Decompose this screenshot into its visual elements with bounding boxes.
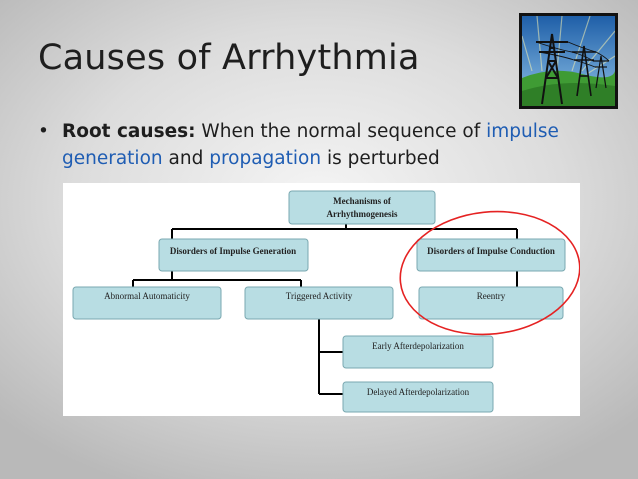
bullet-text-part-1: When the normal sequence of xyxy=(195,121,487,142)
node-delayed-afterdepolarization: Delayed Afterdepolarization xyxy=(342,381,494,413)
arrhythmogenesis-diagram: Mechanisms of Arrhythmogenesis Disorders… xyxy=(63,183,580,416)
node-early-afterdepolarization: Early Afterdepolarization xyxy=(342,335,494,369)
node-abnormal-automaticity: Abnormal Automaticity xyxy=(72,286,222,320)
node-delayed-label: Delayed Afterdepolarization xyxy=(367,387,470,397)
term-impulse-generation: impulse generation xyxy=(62,121,559,169)
node-disorders-of-impulse-generation: Disorders of Impulse Generation xyxy=(158,238,309,272)
node-generation-label: Disorders of Impulse Generation xyxy=(170,246,296,256)
term-propagation: propagation xyxy=(209,148,322,169)
node-early-label: Early Afterdepolarization xyxy=(372,341,464,351)
connectors xyxy=(132,224,518,395)
slide-title: Causes of Arrhythmia xyxy=(38,38,420,78)
node-automaticity-label: Abnormal Automaticity xyxy=(104,291,190,301)
node-conduction-label: Disorders of Impulse Conduction xyxy=(427,246,555,256)
bullet-lead: Root causes: xyxy=(62,121,196,142)
node-reentry-label: Reentry xyxy=(477,291,506,301)
highlight-circle xyxy=(399,210,580,336)
bullet-text: Root causes: When the normal sequence of… xyxy=(62,118,608,172)
node-triggered-label: Triggered Activity xyxy=(286,291,353,301)
power-transmission-tower-icon xyxy=(519,13,618,109)
bullet-text-part-2: and xyxy=(162,148,210,169)
bullet-marker: • xyxy=(38,121,49,142)
node-mechanisms-of-arrhythmogenesis: Mechanisms of Arrhythmogenesis xyxy=(288,190,436,225)
bullet-text-part-3: is perturbed xyxy=(321,148,440,169)
node-reentry: Reentry xyxy=(418,286,564,320)
node-triggered-activity: Triggered Activity xyxy=(244,286,394,320)
bullet-point: • Root causes: When the normal sequence … xyxy=(38,118,608,172)
node-root-line-1: Mechanisms of xyxy=(333,196,392,206)
node-root-line-2: Arrhythmogenesis xyxy=(327,209,398,219)
node-disorders-of-impulse-conduction: Disorders of Impulse Conduction xyxy=(416,238,566,272)
